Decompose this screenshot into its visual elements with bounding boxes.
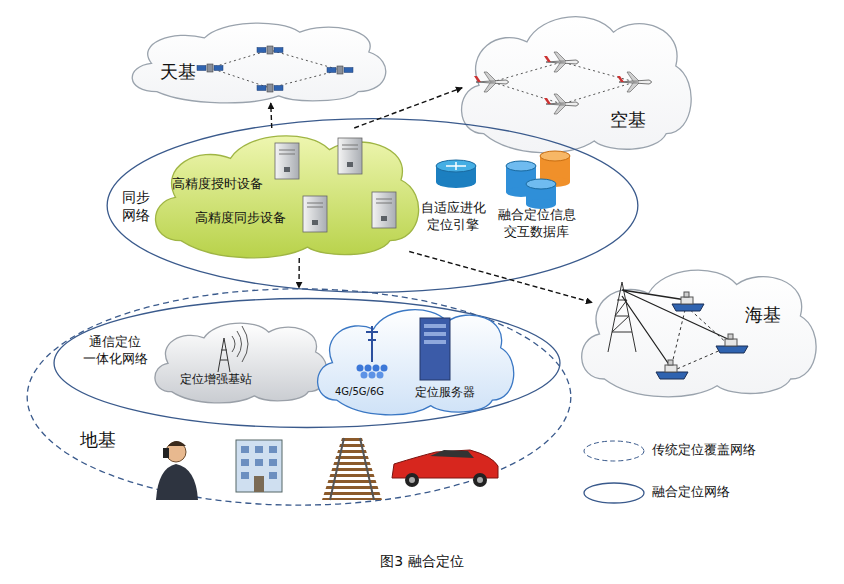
icon-label-wrap: 融合定位信息 交互数据库 bbox=[497, 207, 576, 241]
cloud-region: 海基 bbox=[575, 262, 820, 397]
legend-sample-dashed bbox=[584, 441, 644, 461]
node-label: 天基 bbox=[160, 60, 196, 83]
outline bbox=[575, 262, 820, 397]
outline bbox=[312, 303, 517, 415]
node-label-wrap: 同步 网络 bbox=[122, 188, 153, 224]
legend-text: 传统定位覆盖网络 bbox=[652, 442, 756, 459]
dashed-arrow bbox=[298, 258, 300, 288]
figure-caption: 图3 融合定位 bbox=[0, 552, 844, 570]
icon-label: 融合定位信息 交互数据库 bbox=[497, 207, 576, 241]
icon-label-wrap: 自适应进化 定位引擎 bbox=[420, 200, 486, 234]
node-label: 定位服务器 bbox=[415, 385, 475, 401]
node-label: 定位增强基站 bbox=[180, 372, 252, 388]
node-label: 同步 网络 bbox=[122, 188, 153, 224]
node-label-wrap: 海基 bbox=[745, 303, 781, 326]
cloud-region: 4G/5G/6G 定位服务器 bbox=[312, 303, 517, 415]
legend-text-wrap: 融合定位网络 bbox=[652, 484, 730, 501]
node-label-wrap: 高精度同步设备 bbox=[195, 210, 286, 227]
node-label-wrap: 通信定位 一体化网络 bbox=[82, 334, 148, 368]
node-label-wrap: 地基 bbox=[80, 428, 116, 451]
node-label: 地基 bbox=[80, 428, 116, 451]
legend-text: 融合定位网络 bbox=[652, 484, 730, 501]
network-ellipse: 通信定位 一体化网络定位增强基站 4G/5G/6G 定位服务器 bbox=[52, 298, 562, 428]
node-label: 高精度同步设备 bbox=[195, 210, 286, 227]
node-label: 高精度授时设备 bbox=[172, 176, 263, 193]
cloud-region: 定位增强基站 bbox=[150, 318, 330, 403]
dashed-arrow bbox=[271, 103, 272, 128]
outline bbox=[150, 318, 330, 403]
figure-caption-wrap: 图3 融合定位 bbox=[0, 552, 844, 570]
node-label: 空基 bbox=[610, 108, 646, 131]
node-label-wrap: 定位服务器 bbox=[415, 385, 475, 401]
node-label-wrap: 高精度授时设备 bbox=[172, 176, 263, 193]
node-label-wrap: 4G/5G/6G bbox=[335, 385, 384, 398]
dashed-arrow bbox=[409, 252, 592, 303]
node-label-wrap: 空基 bbox=[610, 108, 646, 131]
node-label: 通信定位 一体化网络 bbox=[82, 334, 148, 368]
node-label-wrap: 定位增强基站 bbox=[180, 372, 252, 388]
legend-sample-solid bbox=[584, 483, 644, 503]
icon-label: 自适应进化 定位引擎 bbox=[420, 200, 486, 234]
legend-text-wrap: 传统定位覆盖网络 bbox=[652, 442, 756, 459]
dashed-arrow bbox=[354, 88, 462, 128]
node-label: 海基 bbox=[745, 303, 781, 326]
node-label-wrap: 天基 bbox=[160, 60, 196, 83]
node-label: 4G/5G/6G bbox=[335, 385, 384, 398]
